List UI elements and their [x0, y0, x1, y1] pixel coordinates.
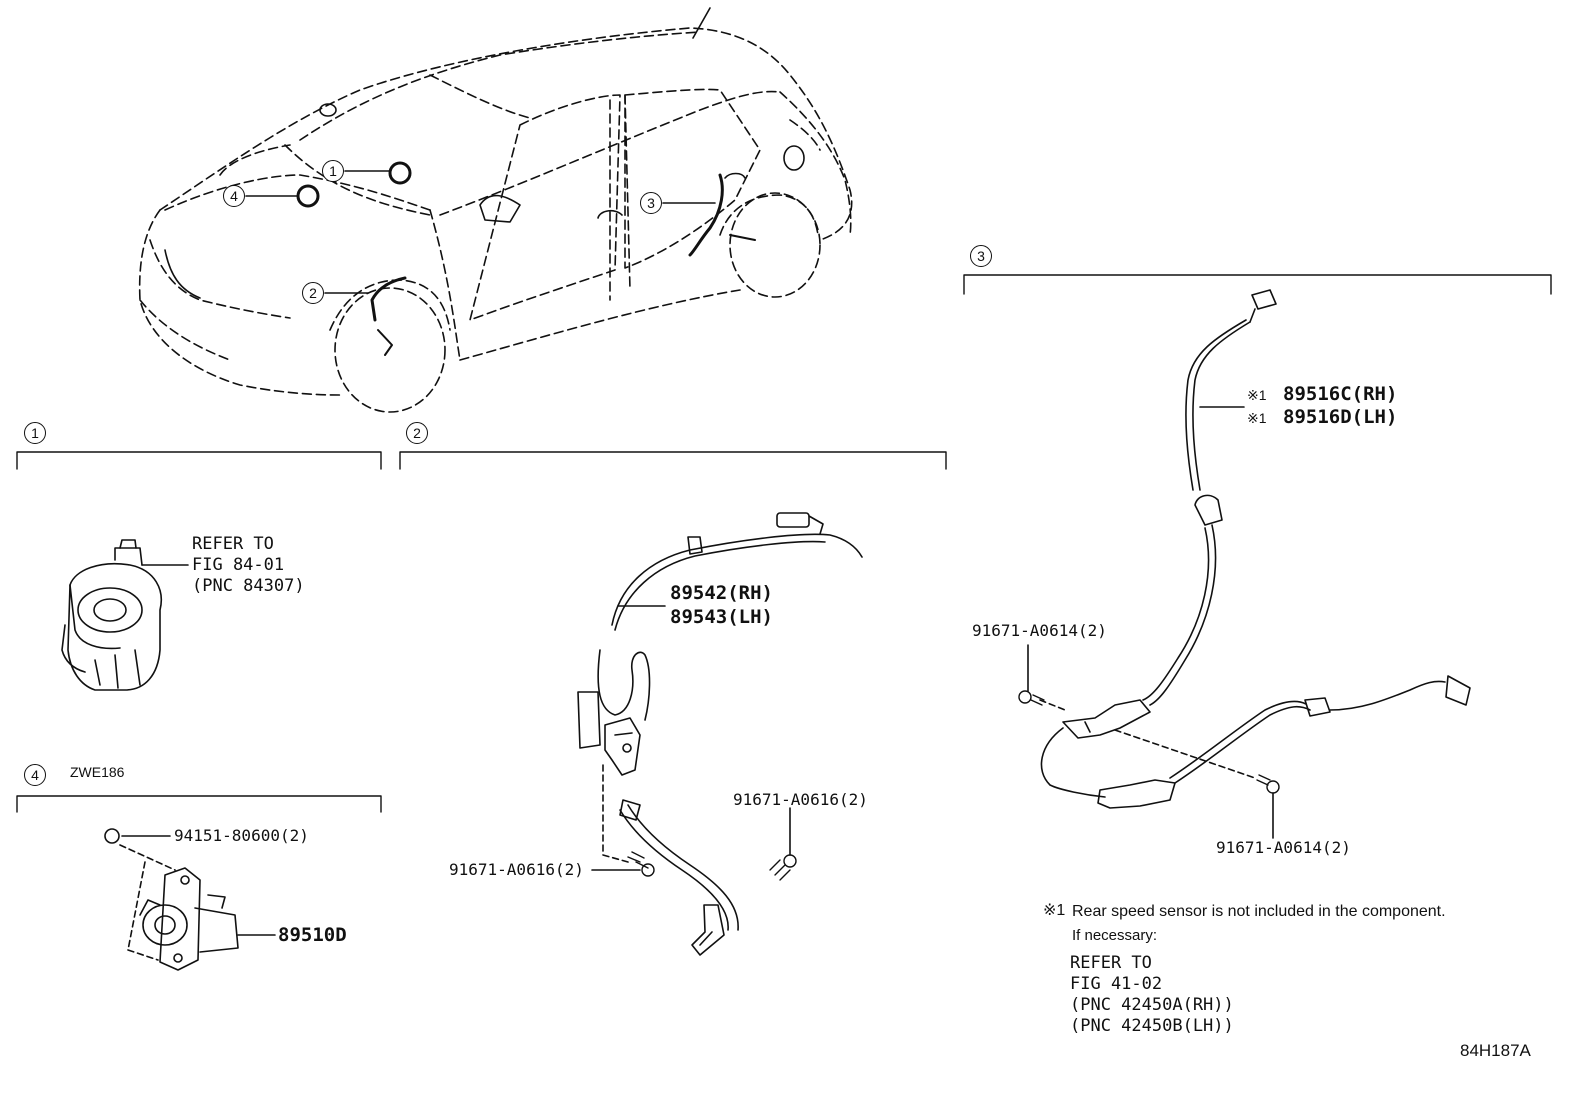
part-number-89516c-rh: 89516C(RH): [1283, 383, 1398, 405]
front-speed-sensor-drawing: [577, 512, 863, 956]
figure-code: 84H187A: [1460, 1041, 1531, 1060]
section-4-number: 4: [24, 764, 46, 786]
section-1-refer-line-2: FIG 84-01: [192, 555, 285, 575]
footnote-line-2: If necessary:: [1072, 927, 1158, 944]
callout-3: 3: [640, 192, 662, 214]
note-mark-lh: ※1: [1247, 410, 1267, 426]
footnote-refer-line-2: FIG 41-02: [1070, 974, 1163, 994]
section-3-number: 3: [970, 245, 992, 267]
part-number-89516d-lh: 89516D(LH): [1283, 406, 1398, 428]
footnote-refer-line-1: REFER TO: [1070, 953, 1152, 973]
vehicle-illustration: [138, 27, 853, 413]
section-1-refer-line-3: (PNC 84307): [192, 576, 305, 596]
callout-4: 4: [223, 185, 245, 207]
footnote-line-1: Rear speed sensor is not included in the…: [1072, 903, 1446, 920]
footnote-refer-line-4: (PNC 42450B(LH)): [1070, 1016, 1234, 1036]
bolt-number-left: 91671-A0616(2): [449, 860, 584, 879]
footnote-mark: ※1: [1043, 902, 1066, 919]
bolt-number-rear-left: 91671-A0614(2): [972, 621, 1107, 640]
bolt-number-right: 91671-A0616(2): [733, 790, 868, 809]
footnote-refer-line-3: (PNC 42450A(RH)): [1070, 995, 1234, 1015]
callout-2: 2: [302, 282, 324, 304]
callout-1: 1: [322, 160, 344, 182]
part-number-89543-lh: 89543(LH): [670, 606, 773, 628]
nut-number: 94151-80600(2): [174, 826, 309, 845]
section-2-number: 2: [406, 422, 428, 444]
note-mark-rh: ※1: [1247, 387, 1267, 403]
yaw-rate-sensor-drawing: [104, 828, 276, 971]
part-number-89510d: 89510D: [278, 924, 347, 946]
spiral-cable-drawing: [61, 539, 189, 691]
bolt-number-rear-right: 91671-A0614(2): [1216, 838, 1351, 857]
part-number-89542-rh: 89542(RH): [670, 582, 773, 604]
rear-sensor-wire-drawing: [1018, 289, 1471, 839]
section-1-number: 1: [24, 422, 46, 444]
section-4-code: ZWE186: [70, 764, 125, 780]
section-1-refer-line-1: REFER TO: [192, 534, 274, 554]
